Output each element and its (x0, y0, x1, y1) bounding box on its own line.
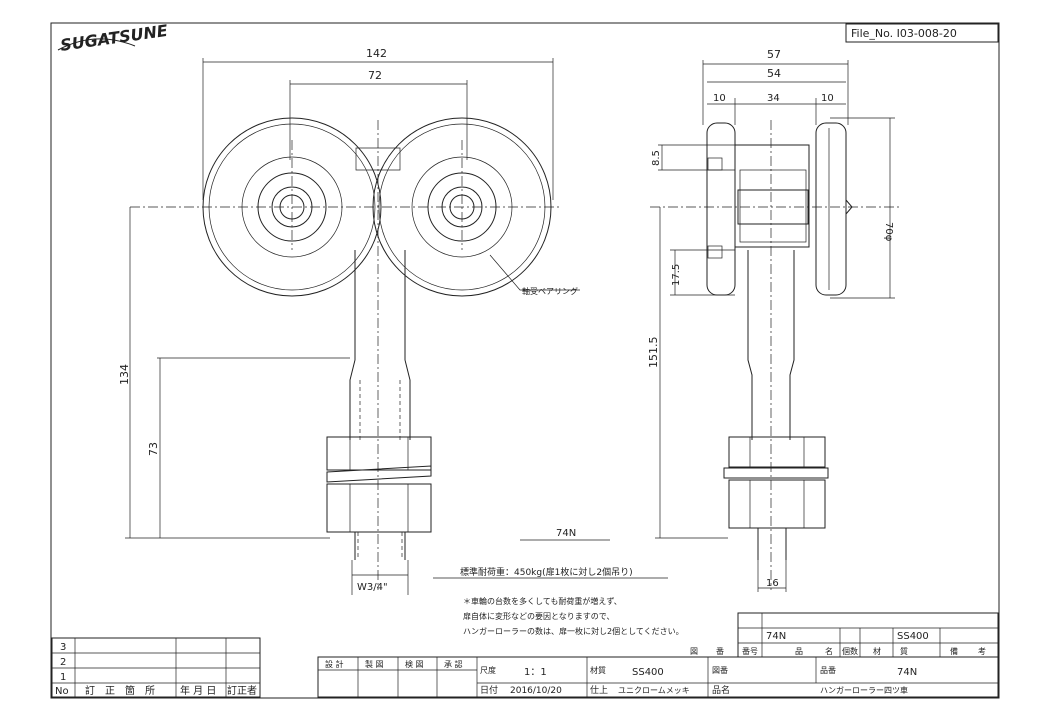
date-value: 2016/10/20 (510, 686, 562, 696)
sheet-border (50, 22, 1000, 699)
parts-header-2: 番号 (742, 646, 758, 656)
notes: 標準耐荷重：450kg(扉1枚に対し2個吊り) ＊車輪の台数を多くしても耐荷重が… (433, 566, 684, 636)
side-view: 57 54 10 34 10 8.5 17.5 151.5 70φ 16 (647, 48, 900, 592)
product-no-label: 品番 (820, 665, 836, 675)
scale-value: 1：1 (524, 667, 547, 678)
drawing-no-label: 図番 (712, 665, 728, 675)
parts-header-0: 図 (690, 647, 698, 656)
svg-text:SUGATSUNE: SUGATSUNE (59, 21, 169, 55)
view-label: 74N (556, 528, 576, 539)
file-no-box (845, 23, 999, 43)
dim-34: 34 (767, 93, 780, 104)
parts-header-3: 品 (795, 647, 803, 656)
product-name-label: 品名 (712, 684, 730, 696)
revision-row-2: 2 (60, 657, 66, 668)
revision-table: 3 2 1 No 訂 正 箇 所 年 月 日 訂正者 (51, 637, 261, 698)
revision-header-no: No (55, 686, 69, 697)
product-name-value: ハンガーローラー四ツ車 (820, 685, 908, 695)
note-line-3: ハンガーローラーの数は、扉一枚に対し2個としてください。 (463, 626, 684, 636)
product-no-value: 74N (897, 667, 917, 678)
revision-header-editor: 訂正者 (227, 684, 257, 697)
load-note: 標準耐荷重：450kg(扉1枚に対し2個吊り) (460, 566, 633, 578)
dim-10a: 10 (713, 93, 726, 104)
revision-header-content: 訂 正 箇 所 (85, 684, 155, 697)
bearing-note: 軸受ベアリング (522, 286, 578, 296)
file-no: File_No. I03-008-20 (851, 27, 957, 40)
dim-134: 134 (118, 364, 131, 385)
sign-approve: 承 認 (444, 659, 463, 669)
parts-header-6: 材 (873, 646, 881, 656)
material-label: 材質 (590, 665, 606, 675)
dim-73: 73 (147, 442, 160, 456)
revision-header-date: 年 月 日 (180, 684, 216, 697)
note-line-2: 扉自体に変形などの要因となりますので、 (463, 611, 614, 621)
revision-row-1: 1 (60, 672, 66, 683)
scale-label: 尺度 (480, 665, 496, 675)
parts-header-7: 質 (900, 646, 908, 656)
date-label: 日付 (480, 685, 498, 696)
dim-16: 16 (766, 578, 779, 589)
dim-142: 142 (366, 47, 387, 60)
dim-8-5: 8.5 (651, 150, 662, 166)
sign-design: 設 計 (325, 659, 344, 669)
front-view: 142 72 134 73 W3/4" 軸受ベアリング 74N (118, 47, 610, 595)
brand-logo: SUGATSUNE (57, 21, 169, 55)
dim-151-5: 151.5 (647, 337, 660, 369)
note-line-1: ＊車輪の台数を多くしても耐荷重が増えず、 (463, 596, 622, 606)
sign-check: 検 図 (405, 659, 424, 669)
parts-table: 74N SS400 図 番 番号 品 名 個数 材 質 備 考 (690, 612, 999, 658)
material-value: SS400 (632, 667, 664, 678)
dim-70-dia: 70φ (883, 222, 894, 242)
parts-row-material: SS400 (897, 631, 929, 642)
sign-draft: 製 図 (365, 659, 384, 669)
parts-header-8: 備 (950, 646, 958, 656)
parts-header-9: 考 (978, 647, 986, 656)
parts-header-5: 個数 (842, 646, 858, 656)
finish-label: 仕上 (590, 684, 608, 696)
parts-header-1: 番 (716, 646, 724, 656)
dim-57: 57 (767, 48, 781, 61)
finish-value: ユニクロームメッキ (618, 686, 690, 695)
revision-row-3: 3 (60, 642, 66, 653)
dim-thread: W3/4" (357, 582, 388, 593)
dim-10b: 10 (821, 93, 834, 104)
dim-72: 72 (368, 69, 382, 82)
title-block: 設 計 製 図 検 図 承 認 尺度 1：1 日付 2016/10/20 材質 … (317, 656, 999, 698)
dim-54: 54 (767, 67, 781, 80)
parts-header-4: 名 (825, 646, 833, 656)
parts-row-name: 74N (766, 631, 786, 642)
dim-17-5: 17.5 (671, 264, 682, 286)
